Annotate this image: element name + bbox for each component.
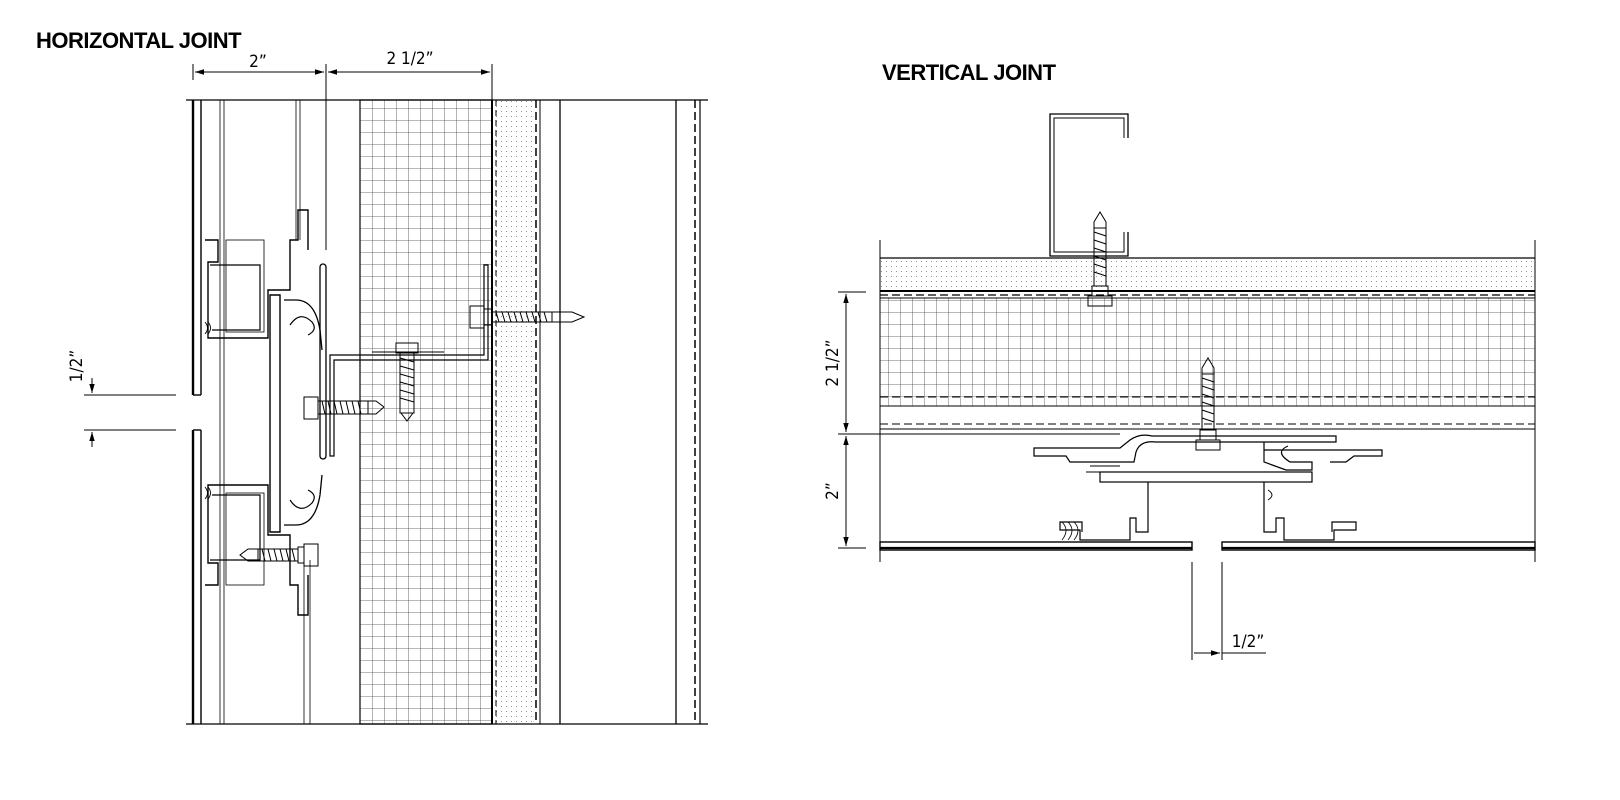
- screw-angled: [395, 342, 419, 422]
- dim-top-left: 2”: [249, 52, 267, 72]
- screw-upper-right: [469, 305, 586, 329]
- sheathing-board: [494, 100, 534, 724]
- vertical-sheathing-board: [880, 258, 1535, 292]
- vertical-insulation-grid: [879, 297, 1536, 407]
- vertical-joint-title: VERTICAL JOINT: [882, 60, 1056, 85]
- dim-panel-thickness: 2”: [823, 482, 843, 500]
- right-face-panel: [1221, 541, 1536, 551]
- insulation-grid: [359, 99, 493, 725]
- screw-lower: [239, 543, 319, 567]
- dim-insulation-thickness: 2 1/2”: [823, 339, 843, 386]
- screw-vertical-upper: [1087, 211, 1113, 307]
- horizontal-joint-section: [186, 99, 708, 725]
- dim-gap-vertical: 1/2”: [1232, 632, 1265, 652]
- screw-middle: [303, 396, 385, 420]
- vertical-joint-section: [879, 113, 1536, 562]
- horizontal-joint-dimensions: [84, 64, 493, 447]
- c-channel-stud: [1049, 113, 1129, 257]
- vertical-joint-dimensions: [838, 291, 1266, 660]
- left-face-panel: [879, 541, 1193, 551]
- screw-vertical-lower: [1195, 357, 1221, 451]
- dim-top-right: 2 1/2”: [386, 49, 433, 69]
- horizontal-joint-title: HORIZONTAL JOINT: [36, 28, 242, 53]
- dim-gap-horizontal: 1/2”: [67, 350, 87, 383]
